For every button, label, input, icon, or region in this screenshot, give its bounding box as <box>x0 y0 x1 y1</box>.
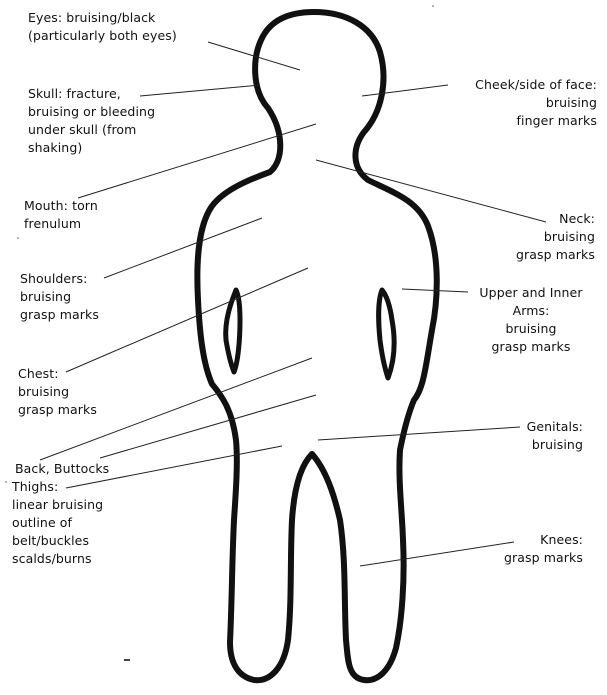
label-mouth-line2: frenulum <box>24 215 98 233</box>
label-neck-line1: Neck: <box>516 210 595 228</box>
label-genitals-line2: bruising <box>527 436 583 454</box>
label-shoulders-line3: grasp marks <box>20 306 99 324</box>
cheek-leader-line <box>362 85 448 96</box>
label-thighs-line5: scalds/burns <box>12 550 103 568</box>
chest-leader-line <box>66 268 308 372</box>
label-knees-line2: grasp marks <box>504 549 583 567</box>
label-mouth-line1: Mouth: torn <box>24 197 98 215</box>
label-thighs-line4: belt/buckles <box>12 532 103 550</box>
label-thighs-line3: outline of <box>12 514 103 532</box>
label-neck-line2: bruising <box>516 228 595 246</box>
label-thighs-line2: linear bruising <box>12 496 103 514</box>
scan-speck <box>5 481 7 483</box>
label-shoulders-line2: bruising <box>20 288 99 306</box>
label-cheek-line1: Cheek/side of face: <box>475 76 597 94</box>
label-skull-line4: shaking) <box>28 139 155 157</box>
label-chest: Chest: bruising grasp marks <box>18 365 97 419</box>
scan-speck <box>432 5 434 7</box>
label-chest-line2: bruising <box>18 383 97 401</box>
skull-leader-line <box>140 85 260 96</box>
label-skull-line3: under skull (from <box>28 121 155 139</box>
label-back-line1: Back, Buttocks <box>15 460 109 478</box>
scan-speck <box>124 659 130 661</box>
label-arms: Upper and Inner Arms: bruising grasp mar… <box>460 284 602 356</box>
back-leader-line-lower <box>100 395 316 458</box>
label-neck-line3: grasp marks <box>516 246 595 264</box>
label-genitals: Genitals: bruising <box>527 418 583 454</box>
label-neck: Neck: bruising grasp marks <box>516 210 595 264</box>
label-cheek-line2: bruising <box>475 94 597 112</box>
label-cheek: Cheek/side of face: bruising finger mark… <box>475 76 597 130</box>
genitals-leader-line <box>318 427 520 440</box>
knees-leader-line <box>360 542 514 566</box>
label-chest-line1: Chest: <box>18 365 97 383</box>
label-knees: Knees: grasp marks <box>504 531 583 567</box>
label-skull: Skull: fracture, bruising or bleeding un… <box>28 85 155 157</box>
body-outline <box>197 12 436 680</box>
label-arms-line3: bruising <box>460 320 602 338</box>
label-thighs-line1: Thighs: <box>12 478 103 496</box>
label-skull-line2: bruising or bleeding <box>28 103 155 121</box>
shoulders-leader-line <box>104 218 262 278</box>
label-shoulders-line1: Shoulders: <box>20 270 99 288</box>
neck-leader-line <box>316 160 546 222</box>
label-arms-line1: Upper and Inner <box>460 284 602 302</box>
label-thighs: Thighs: linear bruising outline of belt/… <box>12 478 103 568</box>
scan-speck <box>17 237 19 239</box>
label-shoulders: Shoulders: bruising grasp marks <box>20 270 99 324</box>
label-mouth: Mouth: torn frenulum <box>24 197 98 233</box>
label-arms-line2: Arms: <box>460 302 602 320</box>
label-skull-line1: Skull: fracture, <box>28 85 155 103</box>
label-eyes: Eyes: bruising/black (particularly both … <box>28 9 177 45</box>
label-back: Back, Buttocks <box>15 460 109 478</box>
label-eyes-line1: Eyes: bruising/black <box>28 9 177 27</box>
label-eyes-line2: (particularly both eyes) <box>28 27 177 45</box>
label-genitals-line1: Genitals: <box>527 418 583 436</box>
label-arms-line4: grasp marks <box>460 338 602 356</box>
label-knees-line1: Knees: <box>504 531 583 549</box>
label-cheek-line3: finger marks <box>475 112 597 130</box>
label-chest-line3: grasp marks <box>18 401 97 419</box>
right-arm-gap <box>379 290 394 378</box>
